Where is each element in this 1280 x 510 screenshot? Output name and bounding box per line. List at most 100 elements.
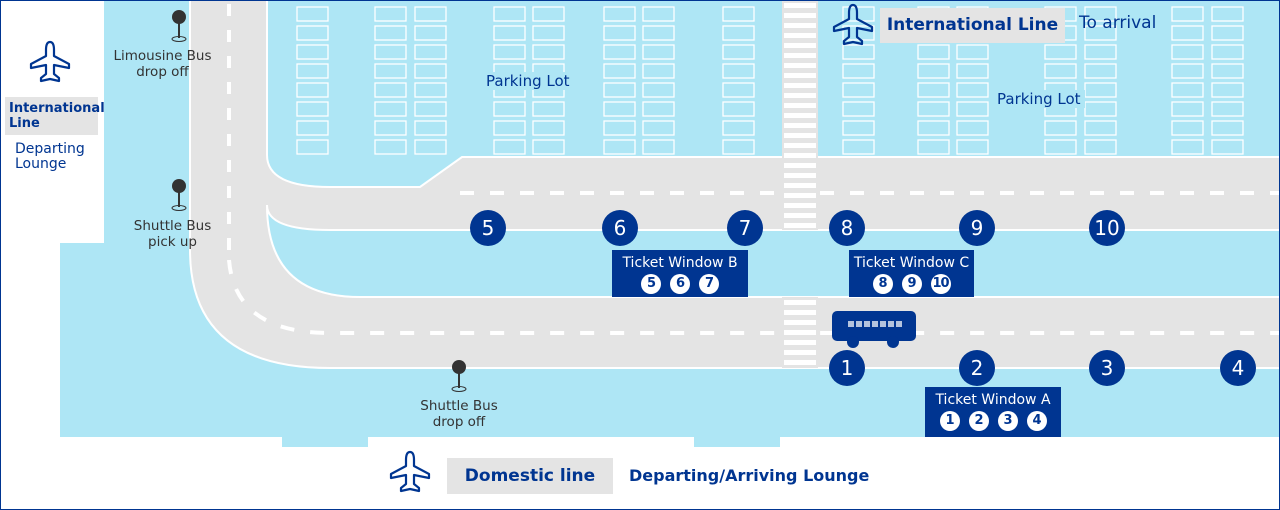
bus-stop-7[interactable]: 7 — [727, 210, 763, 246]
ticket-window-c[interactable]: Ticket Window C 8 9 10 — [849, 250, 974, 297]
to-arrival-link[interactable]: To arrival — [1079, 13, 1157, 33]
parking-space — [603, 120, 636, 136]
parking-space — [842, 25, 875, 41]
bus-stop-9[interactable]: 9 — [959, 210, 995, 246]
parking-space — [1084, 63, 1117, 79]
parking-space — [296, 139, 329, 155]
pin-label-line: pick up — [148, 234, 197, 250]
lane-divider — [227, 259, 1280, 335]
parking-space — [493, 139, 526, 155]
parking-space — [642, 101, 675, 117]
domestic-line-button[interactable]: Domestic line — [447, 458, 613, 494]
parking-space — [414, 82, 447, 98]
bus-stop-4[interactable]: 4 — [1220, 350, 1256, 386]
stop-badge: 10 — [930, 274, 951, 294]
bus-stop-1[interactable]: 1 — [829, 350, 865, 386]
crosswalk-stripe — [784, 63, 816, 68]
crosswalk-stripe — [784, 360, 816, 365]
crosswalk-stripe — [784, 330, 816, 335]
crosswalk-stripe — [784, 173, 816, 178]
pin-label-line: Shuttle Bus — [420, 398, 498, 414]
parking-space — [842, 101, 875, 117]
parking-space — [414, 25, 447, 41]
crosswalk-stripe — [784, 23, 816, 28]
stop-badge: 8 — [872, 274, 893, 294]
parking-space — [722, 139, 755, 155]
stop-badge: 5 — [641, 274, 661, 294]
crosswalk-stripe — [784, 193, 816, 198]
parking-space — [493, 25, 526, 41]
parking-space — [842, 82, 875, 98]
parking-space — [722, 25, 755, 41]
parking-space — [1211, 6, 1244, 22]
parking-space — [296, 101, 329, 117]
airplane-icon — [832, 3, 874, 46]
parking-space — [917, 120, 950, 136]
parking-space — [493, 120, 526, 136]
bus-stop-10[interactable]: 10 — [1089, 210, 1125, 246]
crosswalk-stripe — [784, 310, 816, 315]
parking-space — [1211, 101, 1244, 117]
parking-space — [374, 120, 407, 136]
parking-space — [414, 101, 447, 117]
parking-space — [722, 63, 755, 79]
ticket-window-a[interactable]: Ticket Window A 1 2 3 4 — [925, 387, 1061, 437]
parking-space — [1211, 120, 1244, 136]
parking-space — [532, 44, 565, 60]
bus-stop-2[interactable]: 2 — [959, 350, 995, 386]
parking-space — [296, 6, 329, 22]
parking-space — [532, 6, 565, 22]
crosswalks — [782, 0, 818, 368]
pin-label-line: drop off — [432, 414, 486, 430]
bus-stop-3[interactable]: 3 — [1089, 350, 1125, 386]
crosswalk-stripe — [784, 73, 816, 78]
parking-space — [1171, 25, 1204, 41]
ticket-window-label: Ticket Window B — [622, 255, 738, 271]
parking-space — [956, 120, 989, 136]
parking-space — [296, 44, 329, 60]
parking-space — [642, 139, 675, 155]
parking-space — [374, 6, 407, 22]
crosswalk-stripe — [784, 203, 816, 208]
crosswalk-stripe — [784, 123, 816, 128]
parking-space — [956, 82, 989, 98]
parking-space — [603, 139, 636, 155]
parking-space — [722, 120, 755, 136]
parking-space — [917, 63, 950, 79]
bus-stop-6[interactable]: 6 — [602, 210, 638, 246]
ticket-window-b[interactable]: Ticket Window B 5 6 7 — [612, 250, 748, 297]
stop-badge: 6 — [670, 274, 690, 294]
parking-space — [1211, 139, 1244, 155]
parking-space — [642, 25, 675, 41]
parking-space — [917, 101, 950, 117]
ground-tab — [282, 437, 368, 447]
stop-badge: 1 — [939, 411, 960, 431]
parking-space — [414, 6, 447, 22]
roads — [189, 0, 1280, 369]
crosswalk-stripe — [784, 43, 816, 48]
parking-space — [842, 44, 875, 60]
bus-stop-5[interactable]: 5 — [470, 210, 506, 246]
parking-space — [722, 44, 755, 60]
stop-badge: 2 — [968, 411, 989, 431]
departing-lounge-label[interactable]: Departing Lounge — [15, 141, 85, 172]
parking-lot-label: Parking Lot — [993, 90, 1085, 108]
parking-space — [842, 120, 875, 136]
parking-space — [374, 139, 407, 155]
parking-space — [1211, 82, 1244, 98]
crosswalk-stripe — [784, 350, 816, 355]
parking-space — [1171, 101, 1204, 117]
parking-space — [603, 44, 636, 60]
international-line-button[interactable]: International Line — [880, 8, 1065, 43]
parking-space — [1044, 120, 1077, 136]
crosswalk-stripe — [784, 93, 816, 98]
parking-space — [1211, 63, 1244, 79]
domestic-lounge-label: Departing/Arriving Lounge — [629, 466, 870, 485]
bus-stop-8[interactable]: 8 — [829, 210, 865, 246]
pin-label-line: Shuttle Bus — [133, 218, 212, 234]
parking-space — [374, 63, 407, 79]
parking-space — [414, 63, 447, 79]
parking-space — [414, 120, 447, 136]
